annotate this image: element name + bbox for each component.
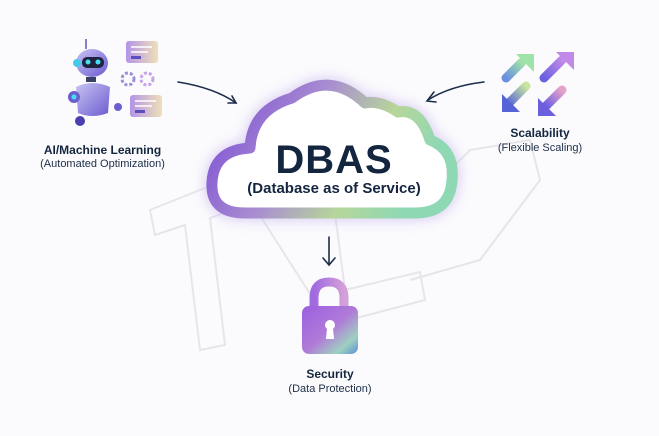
robot-icon xyxy=(68,39,162,126)
arrows-scaling-icon xyxy=(501,52,574,116)
scalability-title: Scalability xyxy=(510,126,570,140)
cloud-subtitle: (Database as of Service) xyxy=(247,180,421,197)
security-subtitle: (Data Protection) xyxy=(288,383,372,395)
ai-title: AI/Machine Learning xyxy=(43,143,162,157)
scalability-subtitle: (Flexible Scaling) xyxy=(497,142,583,154)
padlock-icon xyxy=(302,277,358,354)
ai-subtitle: (Automated Optimization) xyxy=(40,158,165,170)
arrow-scalability-to-cloud xyxy=(427,81,485,101)
cloud-title: DBAS xyxy=(275,138,393,182)
security-title: Security xyxy=(306,367,354,381)
arrow-ai-to-cloud xyxy=(177,81,237,104)
